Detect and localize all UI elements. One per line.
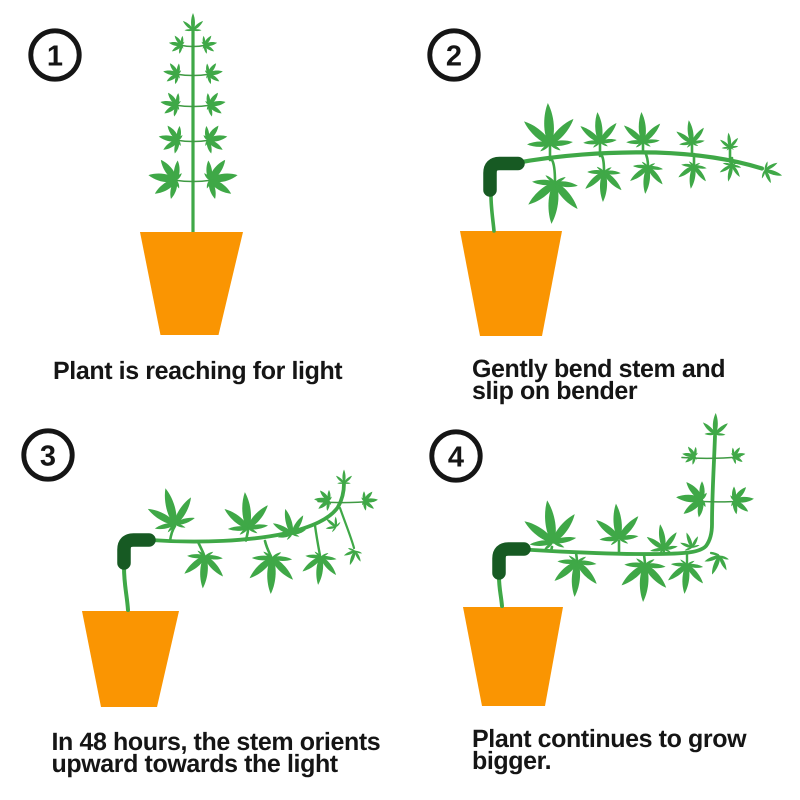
svg-text:2: 2 — [446, 40, 462, 72]
svg-text:4: 4 — [448, 441, 464, 473]
svg-text:1: 1 — [47, 40, 63, 72]
svg-text:3: 3 — [40, 440, 56, 472]
